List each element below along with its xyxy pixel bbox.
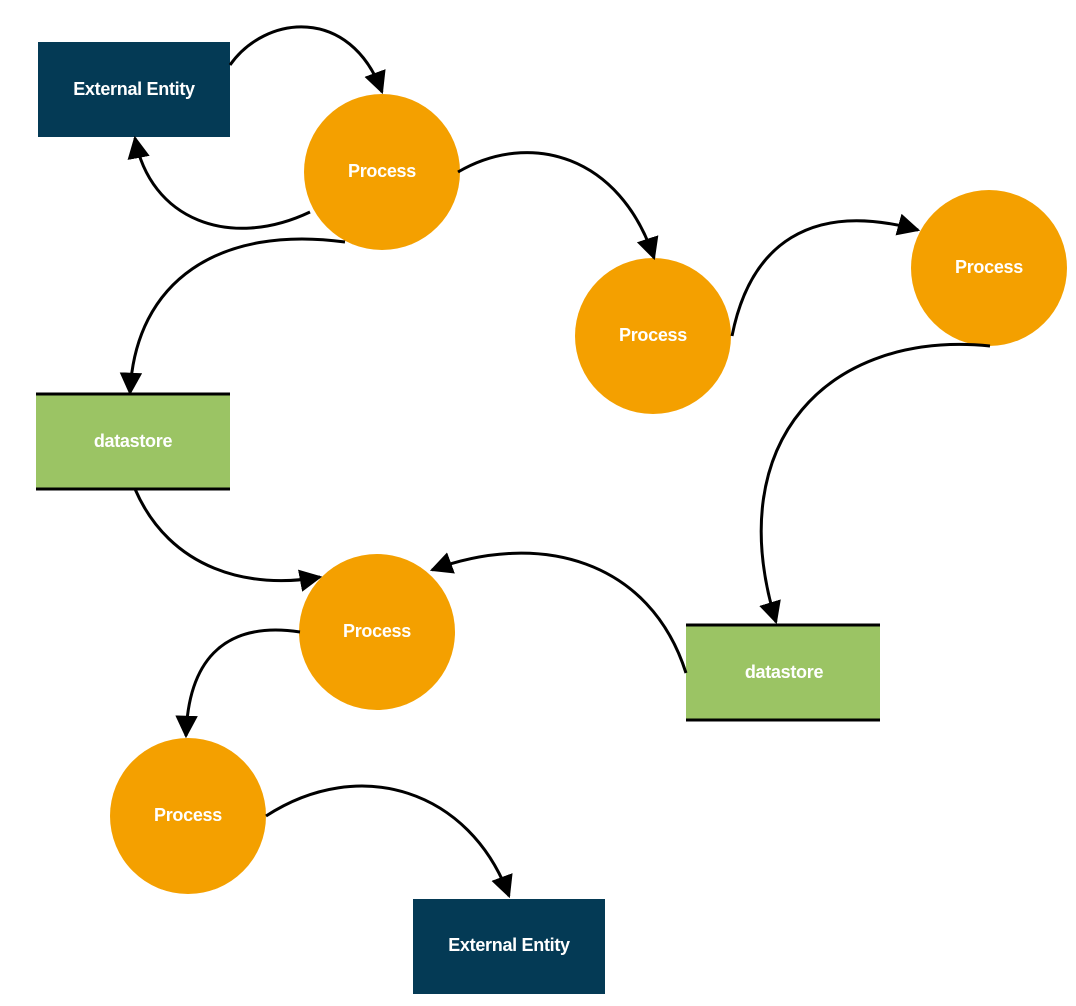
process-label: Process: [619, 325, 687, 345]
flow-datastore-right-to-process-d[interactable]: [429, 551, 688, 674]
process-shape: [110, 738, 266, 894]
datastore-right[interactable]: datastore: [686, 623, 880, 722]
datastore-shape: [686, 625, 880, 720]
process-node-c[interactable]: Process: [911, 190, 1067, 346]
flow-process-a-to-datastore-left[interactable]: [119, 237, 346, 396]
external-entity-label: External Entity: [73, 79, 195, 99]
process-shape: [575, 258, 731, 414]
external-entity-top[interactable]: External Entity: [38, 42, 230, 137]
process-shape: [299, 554, 455, 710]
flow-process-b-to-process-c[interactable]: [730, 213, 921, 337]
flow-process-d-to-process-e[interactable]: [175, 628, 301, 739]
flow-entity-top-to-process-a[interactable]: [228, 25, 386, 95]
process-shape: [911, 190, 1067, 346]
flow-process-e-to-entity-bottom[interactable]: [265, 784, 513, 899]
external-entity-shape: [38, 42, 230, 137]
process-node-d[interactable]: Process: [299, 554, 455, 710]
flow-process-a-to-process-b[interactable]: [457, 151, 659, 261]
process-label: Process: [343, 621, 411, 641]
datastore-label: datastore: [745, 662, 824, 682]
process-label: Process: [348, 161, 416, 181]
process-label: Process: [955, 257, 1023, 277]
datastore-shape: [36, 394, 230, 489]
process-node-a[interactable]: Process: [304, 94, 460, 250]
external-entity-label: External Entity: [448, 935, 570, 955]
datastore-left[interactable]: datastore: [36, 392, 230, 491]
process-shape: [304, 94, 460, 250]
external-entity-shape: [413, 899, 605, 994]
flow-process-c-to-datastore-right[interactable]: [759, 343, 991, 625]
external-entity-bottom[interactable]: External Entity: [413, 899, 605, 994]
process-node-e[interactable]: Process: [110, 738, 266, 894]
process-label: Process: [154, 805, 222, 825]
flow-process-a-to-entity-top[interactable]: [127, 135, 311, 230]
flow-datastore-left-to-process-d[interactable]: [133, 488, 323, 592]
process-node-b[interactable]: Process: [575, 258, 731, 414]
datastore-label: datastore: [94, 431, 173, 451]
